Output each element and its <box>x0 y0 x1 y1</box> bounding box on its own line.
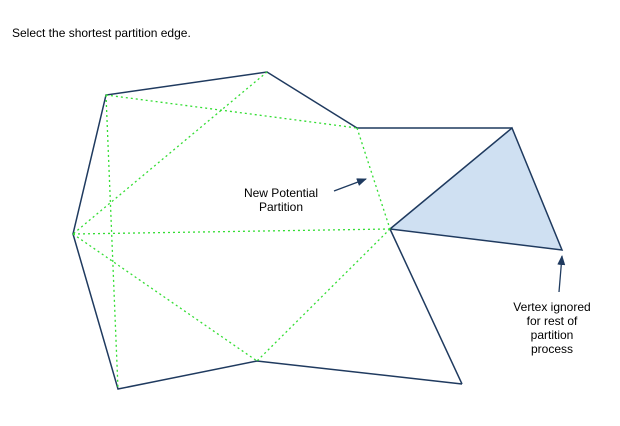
ignored-vertex-label-line: process <box>530 342 574 356</box>
polygon-outline-edge <box>389 228 463 385</box>
polygon-outline <box>72 71 512 390</box>
vertex-pointer-arrow <box>557 255 566 293</box>
ignored-vertex-label-line: Vertex ignored <box>513 300 591 314</box>
partition-edge-new[interactable] <box>356 127 391 230</box>
new-partition-label-line: New Potential <box>243 186 319 200</box>
new-partition-label: New Potential Partition <box>236 186 326 214</box>
ignored-vertex-label-line: for rest of <box>526 314 578 328</box>
partition-edge[interactable] <box>105 94 358 129</box>
ignored-vertex-label: Vertex ignored for rest of partition pro… <box>502 300 602 356</box>
instruction-text: Select the shortest partition edge. <box>12 26 191 40</box>
partition-pointer-arrow <box>333 178 367 192</box>
partition-edge[interactable] <box>72 71 268 235</box>
removed-triangle <box>388 126 564 251</box>
partition-edge[interactable] <box>72 228 391 235</box>
partition-edge[interactable] <box>256 228 391 362</box>
ignored-vertex-label-line: partition <box>530 328 574 342</box>
partition-edge[interactable] <box>105 94 119 390</box>
new-partition-label-line: Partition <box>258 200 304 214</box>
partition-edge[interactable] <box>72 233 258 362</box>
